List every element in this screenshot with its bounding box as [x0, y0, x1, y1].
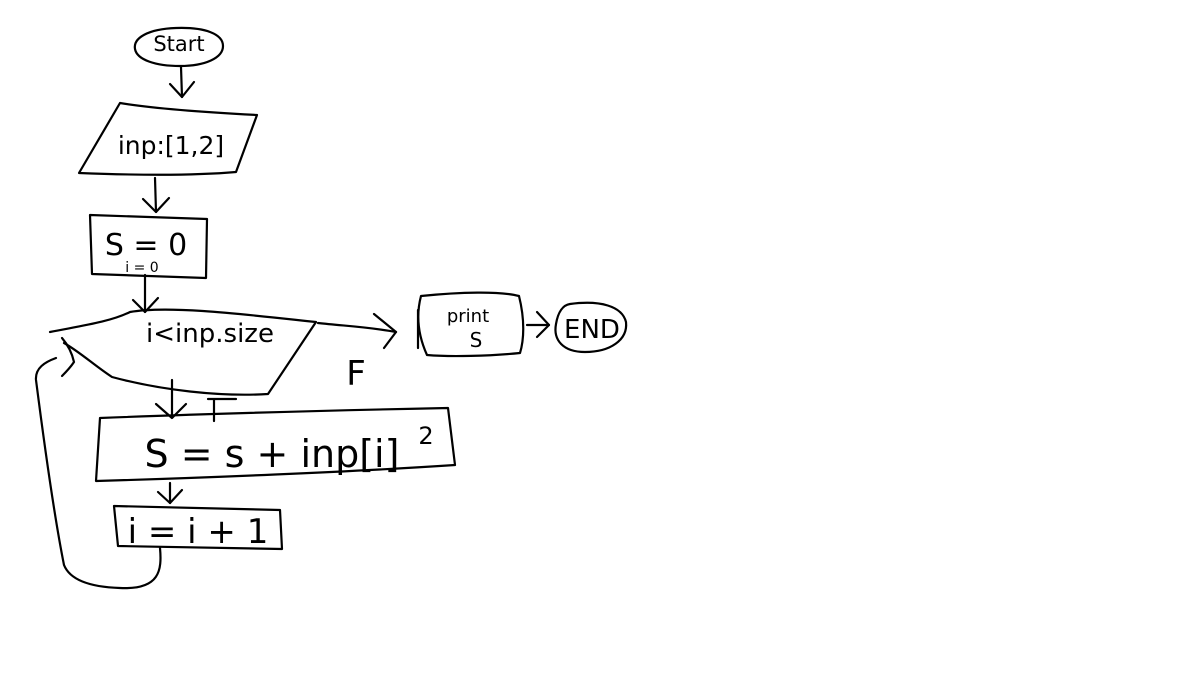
arrow-false-to-print: F — [316, 312, 398, 394]
true-label — [206, 397, 238, 423]
print-var-label: S — [470, 328, 483, 352]
start-node: Start — [133, 26, 225, 68]
init-node: S = 0 i = 0 — [88, 213, 209, 280]
init-s-label: S = 0 — [105, 228, 187, 263]
false-label: F — [346, 354, 366, 394]
arrow-true-to-body — [154, 378, 238, 423]
body-label: S = s + inp[i] — [145, 432, 400, 476]
arrow-body-to-increment — [156, 481, 184, 505]
arrow-input-to-init — [141, 176, 171, 214]
input-label: inp:[1,2] — [118, 131, 224, 160]
init-i-label: i = 0 — [125, 260, 158, 276]
arrow-start-to-input — [168, 65, 196, 99]
arrow-init-to-decision — [131, 273, 160, 314]
end-label: END — [564, 315, 620, 345]
body-exponent: 2 — [418, 422, 433, 450]
decision-node: i<inp.size — [48, 308, 318, 396]
input-node: inp:[1,2] — [77, 101, 259, 176]
body-node: S = s + inp[i] 2 — [94, 406, 457, 483]
arrow-print-to-end — [525, 310, 551, 339]
decision-label: i<inp.size — [146, 319, 274, 349]
increment-node: i = i + 1 — [112, 504, 284, 552]
print-node: print S — [416, 291, 525, 358]
start-label: Start — [153, 32, 204, 56]
print-label: print — [447, 306, 489, 327]
loop-back-arrow — [34, 336, 162, 590]
end-node: END — [554, 301, 628, 354]
increment-label: i = i + 1 — [128, 512, 269, 552]
